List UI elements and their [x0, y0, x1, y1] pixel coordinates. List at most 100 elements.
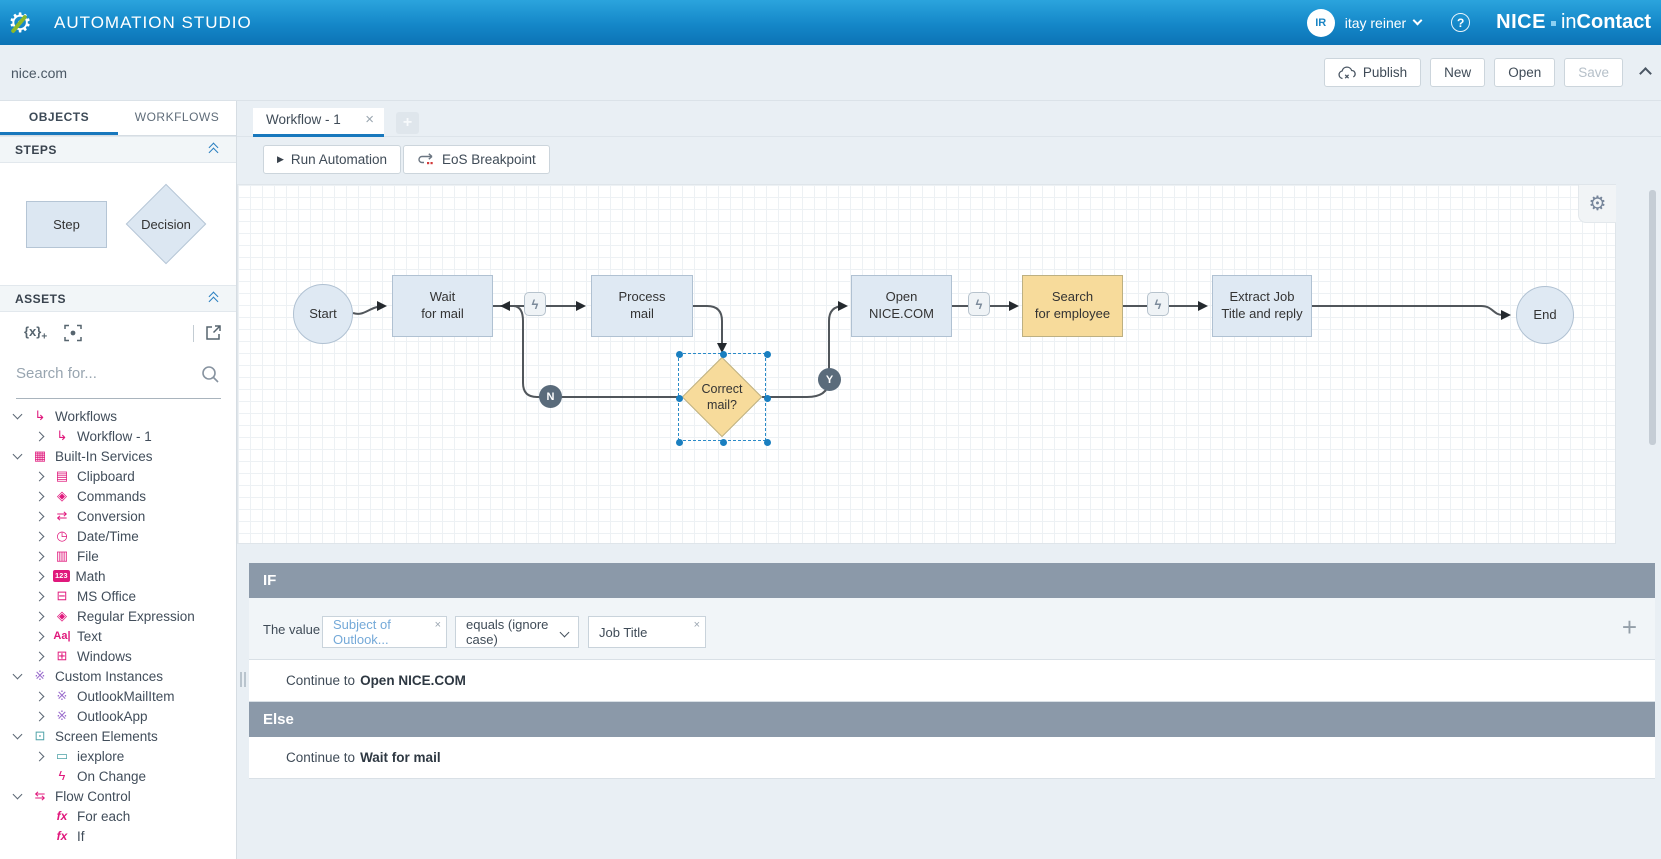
- node-wait-for-mail[interactable]: Wait for mail: [392, 275, 493, 337]
- selection-handle[interactable]: [675, 394, 683, 402]
- chevron-right-icon[interactable]: [34, 751, 45, 761]
- branch-label-n[interactable]: N: [539, 385, 562, 408]
- tree-item-commands[interactable]: ◈Commands: [0, 486, 236, 506]
- tree-item-ms-office[interactable]: ⊟MS Office: [0, 586, 236, 606]
- chevron-down-icon[interactable]: [12, 669, 23, 680]
- capture-screen-element-icon[interactable]: [64, 324, 82, 342]
- assets-section-header[interactable]: ASSETS: [0, 285, 236, 312]
- chevron-right-icon[interactable]: [34, 691, 45, 701]
- run-automation-button[interactable]: ▶ Run Automation: [263, 145, 401, 174]
- add-variable-icon[interactable]: {x}+: [24, 324, 48, 343]
- chevron-right-icon[interactable]: [34, 651, 45, 661]
- step-shape-palette[interactable]: Step: [26, 201, 107, 248]
- clear-operand-icon[interactable]: ×: [693, 619, 700, 631]
- chevron-right-icon[interactable]: [34, 571, 45, 581]
- operand1-field[interactable]: Subject of Outlook... ×: [322, 616, 447, 648]
- tree-item-regular-expression[interactable]: ◈Regular Expression: [0, 606, 236, 626]
- tree-item-clipboard[interactable]: ▤Clipboard: [0, 466, 236, 486]
- node-end[interactable]: End: [1516, 286, 1574, 344]
- node-open-nice-com[interactable]: Open NICE.COM: [851, 275, 952, 337]
- tree-item-flow-control[interactable]: ⇆Flow Control: [0, 786, 236, 806]
- tree-item-iexplore[interactable]: ▭iexplore: [0, 746, 236, 766]
- operand2-field[interactable]: Job Title ×: [588, 616, 706, 648]
- canvas-settings-button[interactable]: ⚙: [1578, 185, 1616, 223]
- chevron-down-icon[interactable]: [1412, 15, 1423, 26]
- publish-button[interactable]: Publish: [1323, 58, 1422, 87]
- selection-handle[interactable]: [675, 438, 683, 446]
- tree-item-screen-elements[interactable]: ⊡Screen Elements: [0, 726, 236, 746]
- chevron-down-icon[interactable]: [12, 729, 23, 740]
- eos-breakpoint-button[interactable]: EoS Breakpoint: [403, 145, 550, 174]
- close-tab-icon[interactable]: ×: [365, 111, 374, 128]
- branch-label-y[interactable]: Y: [818, 368, 841, 391]
- chevron-right-icon[interactable]: [34, 591, 45, 601]
- lightning-trigger-icon[interactable]: ϟ: [968, 292, 990, 316]
- node-correct-mail[interactable]: Correct mail?: [681, 356, 763, 438]
- lightning-trigger-icon[interactable]: ϟ: [524, 292, 546, 316]
- tree-item-outlookmailitem[interactable]: ※OutlookMailItem: [0, 686, 236, 706]
- tree-item-workflow-1[interactable]: ↳Workflow - 1: [0, 426, 236, 446]
- if-continue-row[interactable]: Continue to Open NICE.COM: [249, 660, 1655, 702]
- collapse-section-icon[interactable]: [208, 291, 220, 307]
- save-button[interactable]: Save: [1564, 58, 1623, 87]
- steps-section-header[interactable]: STEPS: [0, 136, 236, 163]
- search-input[interactable]: [16, 365, 198, 382]
- chevron-down-icon[interactable]: [12, 449, 23, 460]
- decision-shape-palette[interactable]: Decision: [125, 183, 207, 265]
- avatar[interactable]: IR: [1306, 8, 1335, 37]
- chevron-right-icon[interactable]: [34, 431, 45, 441]
- node-process-mail[interactable]: Process mail: [591, 275, 693, 337]
- chevron-down-icon[interactable]: [12, 789, 23, 800]
- chevron-up-icon[interactable]: [1639, 67, 1652, 80]
- tree-item-date-time[interactable]: ◷Date/Time: [0, 526, 236, 546]
- chevron-right-icon[interactable]: [34, 711, 45, 721]
- selection-handle[interactable]: [719, 350, 727, 358]
- tree-item-workflows[interactable]: ↳Workflows: [0, 406, 236, 426]
- chevron-right-icon[interactable]: [34, 551, 45, 561]
- selection-handle[interactable]: [763, 350, 771, 358]
- tree-item-text[interactable]: Aa|Text: [0, 626, 236, 646]
- add-condition-icon[interactable]: +: [1621, 612, 1637, 642]
- tab-objects[interactable]: OBJECTS: [0, 101, 118, 135]
- lightning-trigger-icon[interactable]: ϟ: [1147, 292, 1169, 316]
- operator-dropdown[interactable]: equals (ignore case): [455, 616, 579, 648]
- tree-item-outlookapp[interactable]: ※OutlookApp: [0, 706, 236, 726]
- scrollbar-vertical[interactable]: [1649, 190, 1656, 445]
- selection-handle[interactable]: [763, 438, 771, 446]
- chevron-right-icon[interactable]: [34, 471, 45, 481]
- chevron-right-icon[interactable]: [34, 511, 45, 521]
- search-icon[interactable]: [201, 365, 220, 384]
- else-continue-row[interactable]: Continue to Wait for mail: [249, 737, 1655, 779]
- chevron-down-icon[interactable]: [12, 409, 23, 420]
- external-link-icon[interactable]: [205, 324, 222, 341]
- chevron-right-icon[interactable]: [34, 631, 45, 641]
- user-name[interactable]: itay reiner: [1344, 14, 1407, 31]
- selection-handle[interactable]: [719, 438, 727, 446]
- clear-operand-icon[interactable]: ×: [434, 619, 441, 631]
- node-search-for-employee[interactable]: Search for employee: [1022, 275, 1123, 337]
- selection-handle[interactable]: [763, 394, 771, 402]
- tree-item-file[interactable]: ▥File: [0, 546, 236, 566]
- open-button[interactable]: Open: [1494, 58, 1556, 87]
- node-extract-job-title[interactable]: Extract Job Title and reply: [1212, 275, 1312, 337]
- chevron-right-icon[interactable]: [34, 611, 45, 621]
- help-icon[interactable]: ?: [1451, 13, 1471, 32]
- tree-item-custom-instances[interactable]: ※Custom Instances: [0, 666, 236, 686]
- collapse-section-icon[interactable]: [208, 142, 220, 158]
- tree-item-conversion[interactable]: ⇄Conversion: [0, 506, 236, 526]
- new-tab-button[interactable]: +: [396, 112, 419, 134]
- node-start[interactable]: Start: [293, 284, 353, 344]
- tree-item-built-in-services[interactable]: ▦Built-In Services: [0, 446, 236, 466]
- tab-workflows[interactable]: WORKFLOWS: [134, 109, 220, 124]
- selection-handle[interactable]: [675, 350, 683, 358]
- tab-workflow-1[interactable]: Workflow - 1 ×: [253, 108, 384, 137]
- chevron-right-icon[interactable]: [34, 531, 45, 541]
- chevron-right-icon[interactable]: [34, 491, 45, 501]
- new-button[interactable]: New: [1430, 58, 1486, 87]
- tree-item-windows[interactable]: ⊞Windows: [0, 646, 236, 666]
